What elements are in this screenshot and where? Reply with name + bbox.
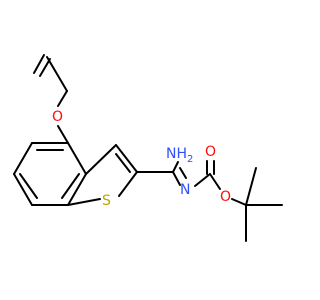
atom-ester-oxygen: O [220, 189, 231, 205]
bond-c3a-c3 [85, 144, 117, 175]
bond-c3a-c4 [67, 142, 87, 175]
tert-butyl-group [245, 167, 283, 242]
molecule-structure: O S NH2 N O O [13, 54, 283, 242]
bond-c7a-c3a [67, 173, 87, 206]
bond-c-o-ester [209, 173, 221, 190]
bond-vinyl-ch2 [46, 56, 68, 92]
bond-c6-c7-inner [19, 173, 38, 199]
atom-imine-nitrogen: N [180, 182, 190, 198]
thiophene-ring [67, 144, 138, 206]
benzene-ring [13, 142, 87, 206]
bond-n-carbonyl-c [194, 173, 211, 187]
bond-tbu-methyl-up [245, 167, 257, 206]
atom-oxygen-ether: O [52, 109, 63, 125]
allyl-group [33, 54, 68, 107]
bond-o-c4 [57, 125, 69, 144]
atom-amine: NH2 [166, 146, 193, 165]
bond-c5-c6 [13, 142, 33, 175]
amine-label: NH [166, 146, 187, 162]
bond-o-tbu [231, 198, 247, 206]
carbamate-group [194, 160, 247, 206]
atom-carbonyl-oxygen: O [205, 144, 216, 160]
bond-c3-c2 [115, 144, 138, 173]
amidine-group [136, 161, 187, 186]
bond-c7a-c3a-inner [61, 173, 80, 199]
bond-c3-c2-inner [115, 153, 131, 173]
bond-c2-s [118, 171, 138, 197]
bond-c-n-double-a [172, 171, 181, 186]
bond-vinyl-double-outer [33, 54, 45, 74]
bond-ch2-o [57, 90, 68, 107]
amine-subscript: 2 [187, 154, 193, 165]
bond-c-n-double-b [179, 167, 187, 179]
bond-c-nh2 [172, 161, 179, 173]
atom-sulfur: S [102, 193, 111, 209]
bond-s-c7a [67, 198, 101, 206]
bond-vinyl-double-inner [39, 58, 51, 77]
structure-canvas: O S NH2 N O O [13, 54, 283, 242]
bond-c6-c7 [13, 173, 33, 206]
